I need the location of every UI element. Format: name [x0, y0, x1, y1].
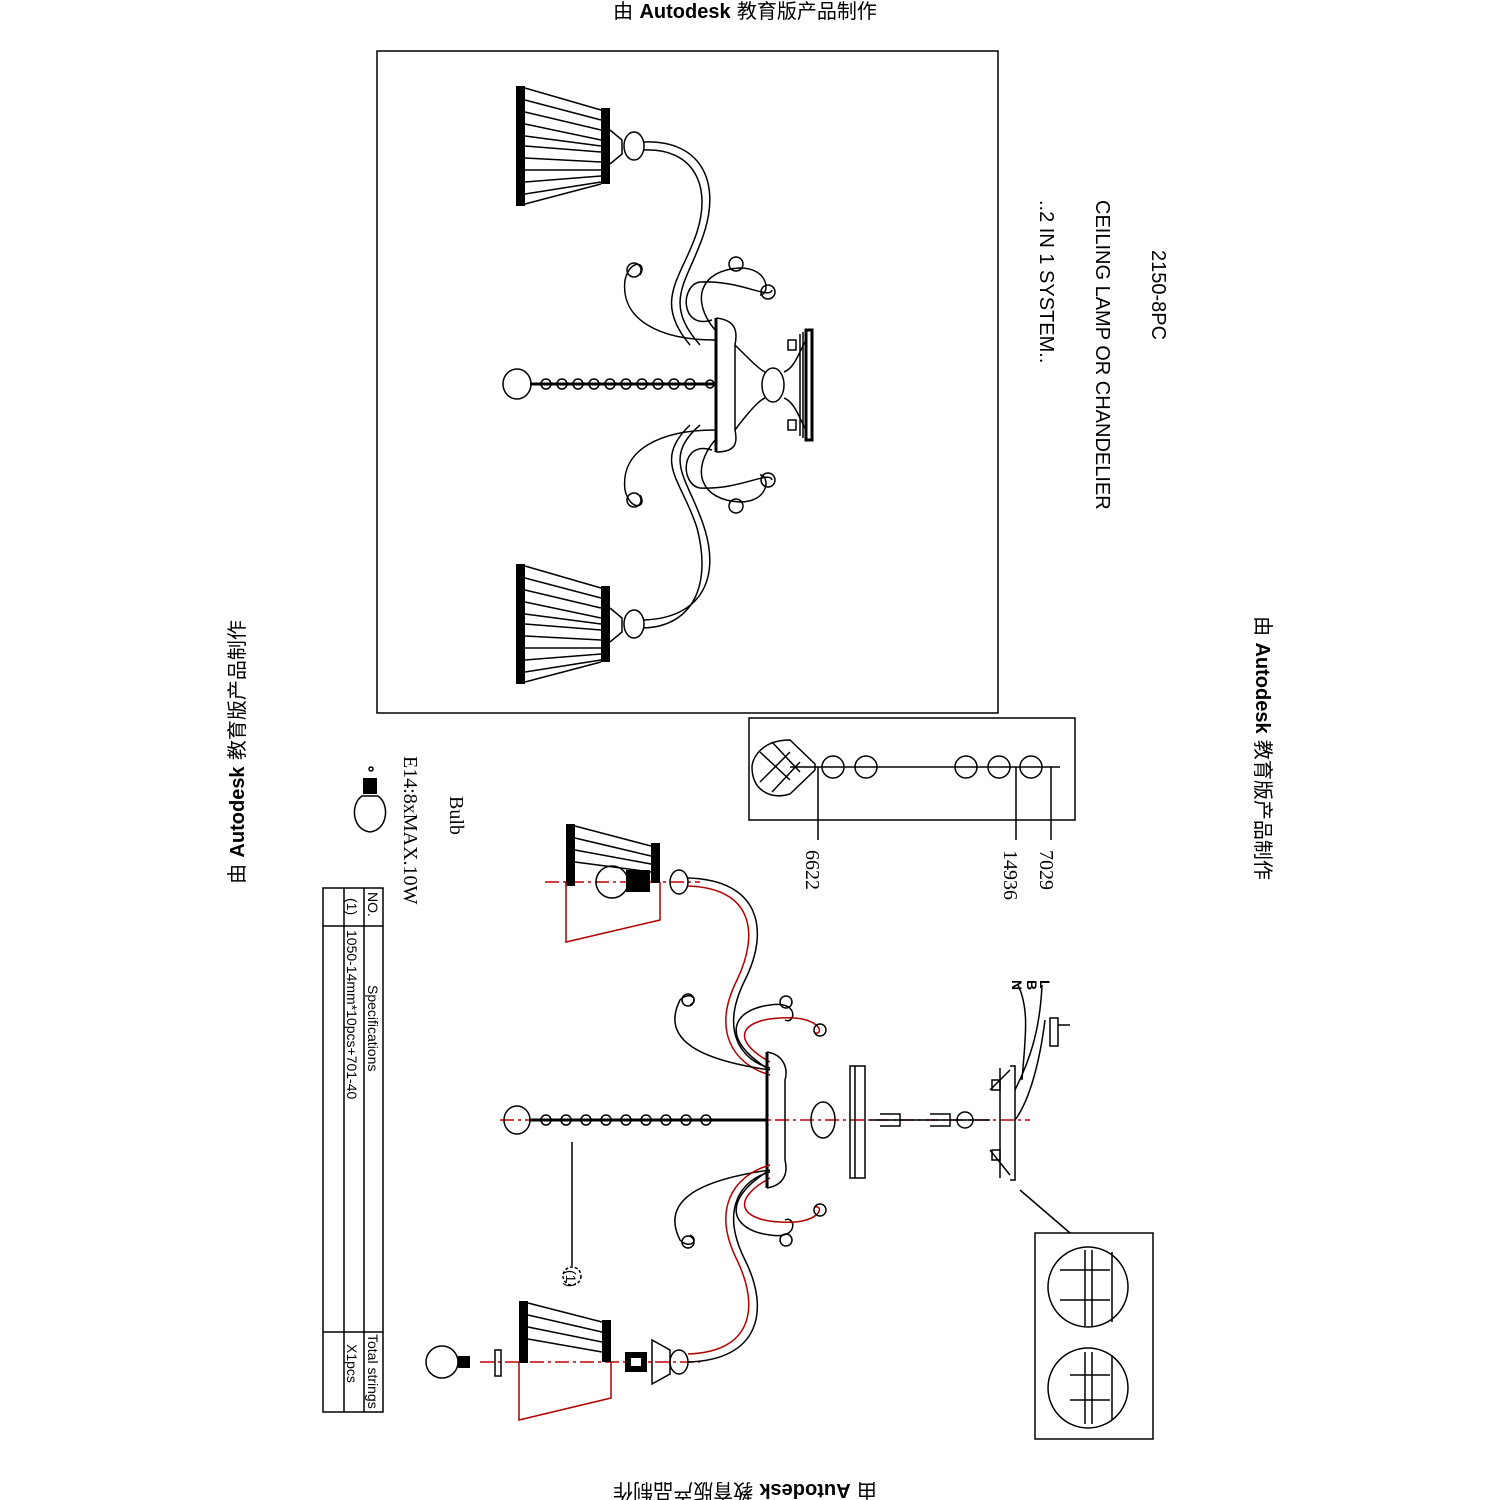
bulb-spec-text: E14:8xMAX.10W — [399, 756, 421, 904]
crystal-detail: 6622 14936 7029 — [748, 717, 1076, 900]
callout-6622: 6622 — [801, 850, 823, 890]
crystal-chain — [502, 368, 716, 400]
scroll-arm — [623, 429, 773, 507]
watermark-top: 由 Autodesk 教育版产品制作 — [613, 0, 877, 23]
table-header-spec: Specifications — [365, 985, 381, 1071]
model-number: 2150-8PC — [1147, 250, 1169, 340]
bulb-icon — [425, 1345, 459, 1379]
mounting-detail — [1019, 1189, 1154, 1440]
table-cell-no: (1) — [344, 898, 360, 915]
main-view-frame — [376, 50, 999, 714]
callout-1: (1) — [563, 1270, 579, 1287]
terminal-n: N — [1009, 980, 1025, 990]
table-header-total: Total strings — [365, 1334, 381, 1409]
system-note: ..2 IN 1 SYSTEM.. — [1035, 200, 1057, 363]
watermark-right: 由 Autodesk 教育版产品制作 — [1251, 616, 1275, 880]
table-cell-total: X1pcs — [344, 1344, 360, 1383]
bulb-spec: Bulb E14:8xMAX.10W — [353, 756, 467, 904]
table-cell-spec: 1050-14mm*10pcs+701-40 — [344, 930, 360, 1099]
lamp-shade-bottom — [516, 424, 711, 684]
spec-table: NO. Specifications Total strings (1) 105… — [322, 887, 384, 1413]
terminal-b: B — [1024, 980, 1040, 990]
product-description: CEILING LAMP OR CHANDELIER — [1091, 200, 1113, 510]
lamp-shade-top — [516, 86, 711, 346]
bulb-base-icon — [363, 778, 377, 794]
table-header-no: NO. — [365, 892, 381, 917]
callout-7029: 7029 — [1035, 850, 1057, 890]
watermark-left: 由 Autodesk 教育版产品制作 — [225, 620, 249, 884]
scroll-arm — [623, 263, 773, 341]
chandelier-front-view — [502, 86, 814, 684]
exploded-assembly-view: L B N (1) — [425, 824, 1070, 1421]
bulb-icon — [353, 795, 387, 833]
center-body — [714, 317, 814, 453]
terminal-l: L — [1037, 980, 1053, 989]
bulb-label: Bulb — [445, 796, 467, 835]
callout-14936: 14936 — [999, 850, 1021, 900]
watermark-bottom: 由 Autodesk 教育版产品制作 — [613, 1479, 877, 1500]
